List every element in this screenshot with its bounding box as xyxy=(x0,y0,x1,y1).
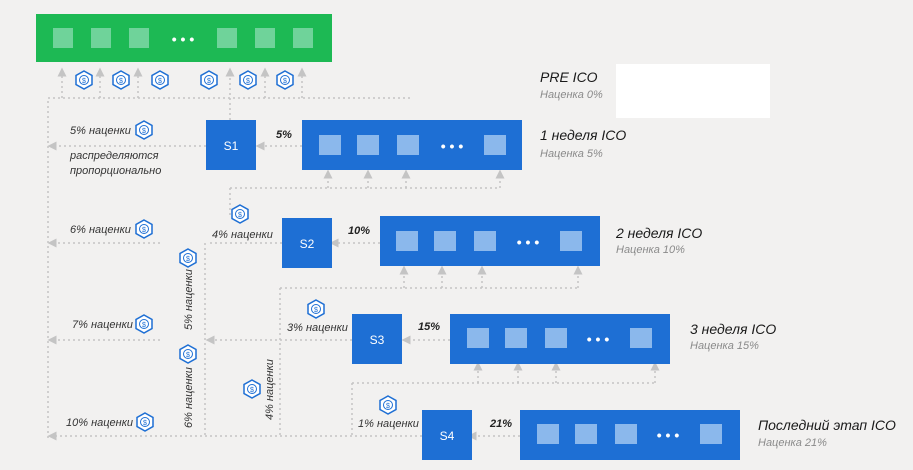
coin-icon: $ xyxy=(75,70,93,90)
stage-2-title: 2 неделя ICO xyxy=(615,225,702,241)
annotation-4-percent-s2: 4% наценки xyxy=(212,229,273,241)
svg-text:$: $ xyxy=(158,78,162,85)
svg-text:$: $ xyxy=(186,256,190,263)
svg-text:$: $ xyxy=(238,212,242,219)
svg-text:$: $ xyxy=(119,78,123,85)
stage-4-label: S4 xyxy=(440,429,455,443)
svg-text:$: $ xyxy=(142,322,146,329)
annotation-6-percent-vertical: 6% наценки xyxy=(183,367,195,428)
svg-text:$: $ xyxy=(82,78,86,85)
stage-1-title: 1 неделя ICO xyxy=(540,127,626,143)
stage-3-box xyxy=(352,314,402,364)
annotation-10-percent: 10% наценки xyxy=(66,417,133,429)
svg-text:$: $ xyxy=(142,227,146,234)
annotation-5-percent: 5% наценки xyxy=(70,125,131,137)
stage-2-subtitle: Наценка 10% xyxy=(616,244,685,256)
annotation-6-percent: 6% наценки xyxy=(70,224,131,236)
stage-3-percent: 15% xyxy=(418,321,440,333)
stage-3-title: 3 неделя ICO xyxy=(690,321,776,337)
svg-text:• • •: • • • xyxy=(517,234,540,250)
pre-ico-bar: • • • xyxy=(36,14,332,62)
coin-icon: $ xyxy=(200,70,218,90)
svg-text:$: $ xyxy=(314,307,318,314)
stage-1: • • • S1 5% 1 неделя ICO Наценка 5% xyxy=(206,120,626,170)
pre-ico-title: PRE ICO xyxy=(540,69,598,85)
coin-icon: $ xyxy=(179,248,197,268)
coin-icon: $ xyxy=(151,70,169,90)
stage-2-percent: 10% xyxy=(348,225,370,237)
pre-ico-coins: $ $ $ $ $ $ xyxy=(75,70,294,90)
annotation-4-percent-vertical: 4% наценки xyxy=(264,359,276,420)
coin-icon: $ xyxy=(243,379,261,399)
svg-text:$: $ xyxy=(143,420,147,427)
svg-text:$: $ xyxy=(246,78,250,85)
coin-icon: $ xyxy=(135,120,153,140)
stage-1-subtitle: Наценка 5% xyxy=(540,148,603,160)
pre-ico-dots: • • • xyxy=(172,31,195,47)
coin-icon: $ xyxy=(179,344,197,364)
stage-4: • • • S4 21% Последний этап ICO Наценка … xyxy=(422,410,896,460)
coin-icon: $ xyxy=(379,395,397,415)
blank-panel xyxy=(616,64,770,118)
annotation-3-percent-s3: 3% наценки xyxy=(287,322,348,334)
coin-icon: $ xyxy=(239,70,257,90)
coin-icon: $ xyxy=(136,412,154,432)
annotation-distributed-line2: пропорционально xyxy=(70,165,161,177)
stage-4-title: Последний этап ICO xyxy=(758,417,896,433)
svg-text:• • •: • • • xyxy=(441,138,464,154)
annotation-distributed-line1: распределяются xyxy=(69,150,159,162)
stage-3-label: S3 xyxy=(370,333,385,347)
svg-text:$: $ xyxy=(207,78,211,85)
svg-text:$: $ xyxy=(142,128,146,135)
coin-icon: $ xyxy=(276,70,294,90)
stage-4-box xyxy=(422,410,472,460)
annotation-7-percent: 7% наценки xyxy=(72,319,133,331)
stage-1-box xyxy=(206,120,256,170)
stage-2: • • • S2 10% 2 неделя ICO Наценка 10% xyxy=(282,216,702,268)
annotations: 5% наценки $ распределяются пропорционал… xyxy=(66,120,419,432)
stage-3: • • • S3 15% 3 неделя ICO Наценка 15% xyxy=(352,314,776,364)
coin-icon: $ xyxy=(231,204,249,224)
svg-text:$: $ xyxy=(250,387,254,394)
coin-icon: $ xyxy=(135,314,153,334)
svg-text:• • •: • • • xyxy=(657,427,680,443)
annotation-1-percent-s4: 1% наценки xyxy=(358,418,419,430)
stage-4-percent: 21% xyxy=(489,418,512,430)
stage-4-subtitle: Наценка 21% xyxy=(758,437,827,449)
svg-text:$: $ xyxy=(283,78,287,85)
coin-icon: $ xyxy=(112,70,130,90)
stage-1-label: S1 xyxy=(224,139,239,153)
annotation-5-percent-vertical: 5% наценки xyxy=(183,269,195,330)
pre-ico-subtitle: Наценка 0% xyxy=(540,89,603,101)
coin-icon: $ xyxy=(307,299,325,319)
coin-icon: $ xyxy=(135,219,153,239)
svg-text:$: $ xyxy=(386,403,390,410)
stage-2-label: S2 xyxy=(300,237,315,251)
stage-1-percent: 5% xyxy=(276,129,292,141)
svg-text:• • •: • • • xyxy=(587,331,610,347)
connector-lines xyxy=(47,67,660,441)
svg-text:$: $ xyxy=(186,352,190,359)
stage-2-box xyxy=(282,218,332,268)
stage-3-subtitle: Наценка 15% xyxy=(690,340,759,352)
